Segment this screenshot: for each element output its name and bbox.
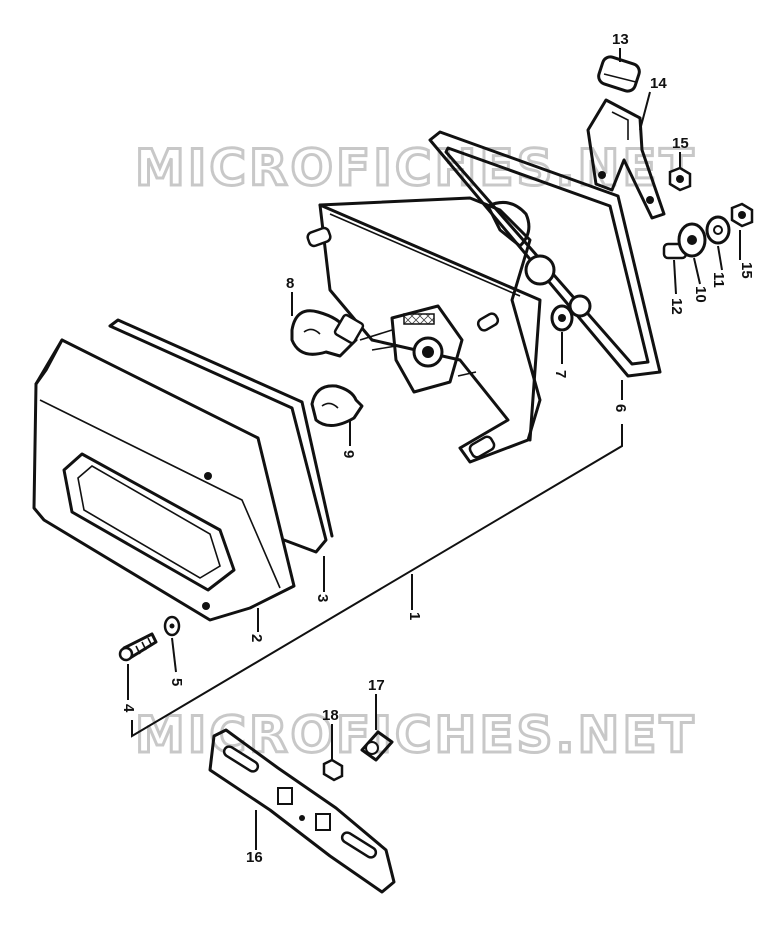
callout-8: 8	[286, 275, 294, 292]
part-14-bracket	[586, 98, 666, 220]
part-17-bolt	[360, 730, 394, 762]
part-11-washer	[705, 215, 731, 245]
callout-3: 3	[314, 594, 331, 602]
callout-15-right: 15	[738, 262, 755, 279]
watermark-top: MICROFICHES.NET	[135, 139, 697, 197]
callout-4: 4	[120, 704, 137, 713]
callout-13: 13	[612, 31, 629, 48]
callout-12: 12	[668, 298, 685, 315]
part-9-bulb	[310, 384, 364, 427]
callout-5: 5	[168, 678, 185, 686]
part-4-screw	[118, 632, 158, 662]
leader-lines	[127, 48, 741, 850]
callout-17: 17	[368, 677, 385, 694]
part-15-nut-right	[730, 202, 754, 228]
part-10-cushion	[677, 222, 707, 258]
part-5-washer	[163, 615, 181, 637]
callout-7: 7	[552, 370, 569, 378]
part-2-lens	[32, 338, 296, 622]
part-16-license-bracket	[208, 728, 396, 894]
callout-2: 2	[248, 634, 265, 642]
callout-18: 18	[322, 707, 339, 724]
callout-16: 16	[246, 849, 263, 866]
part-8-bulb	[290, 309, 365, 358]
callout-14: 14	[650, 75, 667, 92]
callout-labels: 13 14 15 15 11 10 12 7 8 9 3 2 6 1 4 5 1…	[120, 31, 755, 866]
part-18-nut	[322, 758, 344, 782]
callout-11: 11	[710, 272, 727, 288]
callout-1: 1	[406, 612, 423, 620]
part-3-lens-gasket	[108, 318, 334, 554]
callout-10: 10	[692, 286, 709, 303]
callout-6: 6	[612, 404, 629, 412]
part-15-nut-upper	[668, 166, 692, 192]
callout-9: 9	[340, 450, 357, 458]
part-6-rear-gasket	[428, 130, 662, 378]
lamp-housing	[306, 196, 592, 464]
callout-15-upper: 15	[672, 135, 689, 152]
part-13-rubber-cushion	[597, 55, 641, 93]
part-7-grommet	[550, 304, 574, 332]
